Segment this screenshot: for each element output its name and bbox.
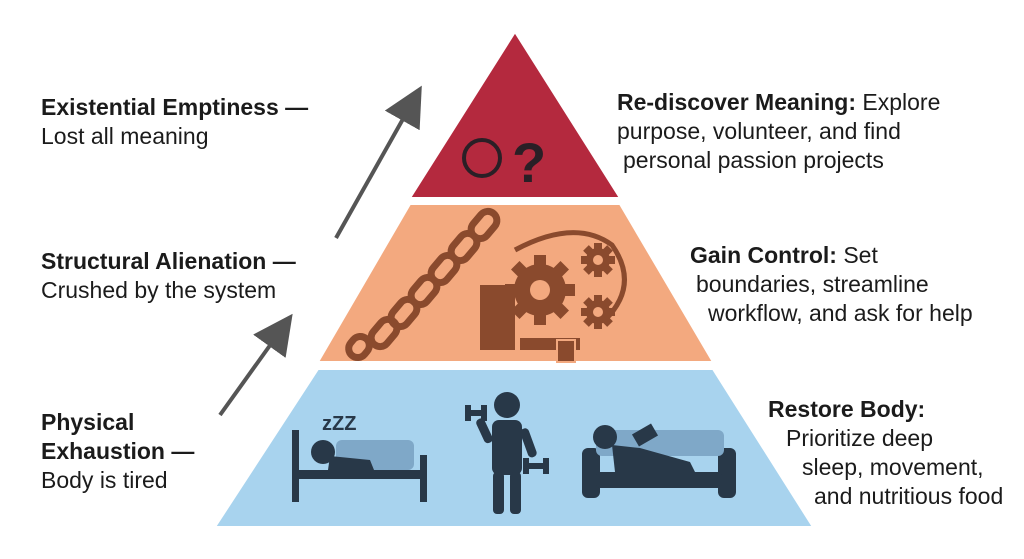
label-existential-emptiness: Existential Emptiness — Lost all meaning: [41, 93, 308, 151]
label-title-line1: Physical: [41, 409, 135, 435]
dumbbell-person-icon: [465, 392, 549, 514]
label-rediscover-meaning: Re-discover Meaning: Explore purpose, vo…: [617, 88, 940, 175]
reading-on-couch-icon: [582, 423, 736, 498]
label-text: workflow, and ask for help: [708, 300, 973, 326]
label-text: Explore: [856, 89, 941, 115]
chain-icon: [345, 207, 501, 362]
label-subtitle: Body is tired: [41, 467, 168, 493]
label-title: Re-discover Meaning:: [617, 89, 856, 115]
label-text: personal passion projects: [623, 147, 884, 173]
label-subtitle: Lost all meaning: [41, 123, 209, 149]
label-title: Gain Control:: [690, 242, 837, 268]
label-title: Restore Body:: [768, 396, 926, 422]
label-text: boundaries, streamline: [696, 271, 929, 297]
label-text: Prioritize deep: [786, 425, 934, 451]
label-title: Structural Alienation: [41, 248, 267, 274]
label-gain-control: Gain Control: Set boundaries, streamline…: [690, 241, 973, 328]
label-text: purpose, volunteer, and find: [617, 118, 901, 144]
sleeping-person-icon: zZZ: [292, 413, 427, 502]
label-subtitle: Crushed by the system: [41, 277, 277, 303]
label-structural-alienation: Structural Alienation — Crushed by the s…: [41, 247, 296, 305]
circle-icon: [462, 138, 502, 178]
label-title-line2: Exhaustion: [41, 438, 165, 464]
label-restore-body: Restore Body: Prioritize deep sleep, mov…: [768, 395, 1003, 511]
label-dash: —: [164, 438, 195, 464]
label-physical-exhaustion: Physical Exhaustion — Body is tired: [41, 408, 194, 495]
label-title: Existential Emptiness: [41, 94, 279, 120]
label-text: sleep, movement,: [802, 454, 984, 480]
label-text: and nutritious food: [814, 483, 1004, 509]
gears-icon: [480, 230, 627, 363]
snore-text: zZZ: [322, 413, 356, 435]
label-dash: —: [266, 248, 296, 274]
label-dash: —: [278, 94, 309, 120]
arrow-upper: [334, 85, 422, 239]
label-text: Set: [836, 242, 878, 268]
arrow-lower: [218, 313, 293, 417]
question-mark-icon: ?: [512, 131, 546, 194]
